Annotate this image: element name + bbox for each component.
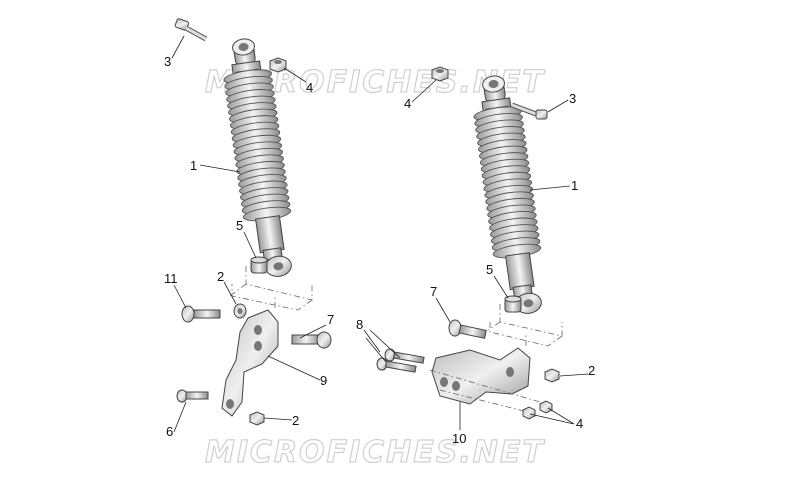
right-shock-absorber [472,75,543,314]
callout-3-right: 3 [569,91,576,106]
callout-2-left-lower: 2 [292,413,299,428]
bolt-7-right [448,319,487,339]
callout-7-right: 7 [430,284,437,299]
bushing-5-right [504,295,522,313]
callout-4-right-bottom: 4 [576,416,583,431]
bolt-6 [176,389,209,403]
nut-4-right-top [431,66,449,82]
callout-11: 11 [164,271,178,286]
nut-4-left [269,57,287,73]
alignment-lines-right [487,304,563,347]
bolt-3-right [511,102,548,120]
nut-2-right [544,368,560,383]
callout-5-left: 5 [236,218,243,233]
nuts-4-right-bottom [522,400,553,420]
watermark-bottom: MICROFICHES.NET [205,435,546,470]
callout-labels: 3 4 1 5 11 2 7 9 6 2 4 3 1 7 5 8 2 10 4 [164,54,595,446]
callout-9: 9 [320,373,327,388]
callout-10: 10 [452,431,466,446]
callout-2-right: 2 [588,363,595,378]
left-shock-absorber [222,38,293,277]
nut-2-left-upper [233,303,247,319]
callout-4-right-top: 4 [404,96,411,111]
bracket-10 [431,347,531,405]
alignment-lines-left [229,266,313,311]
bracket-9 [221,309,279,417]
callout-7-left: 7 [327,312,334,327]
alignment-lines-bracket-10 [429,369,541,413]
callout-1-left: 1 [190,158,197,173]
callout-5-right: 5 [486,262,493,277]
callout-8: 8 [356,317,363,332]
bushing-5-left [250,256,268,274]
leader-lines [171,35,589,433]
callout-1-right: 1 [571,178,578,193]
callout-3-left: 3 [164,54,171,69]
bolt-3-left [174,18,208,42]
callout-6: 6 [166,424,173,439]
bolts-8 [376,348,425,373]
bolt-11 [181,305,221,323]
callout-4-left: 4 [306,80,313,95]
bolt-7-left [291,331,332,349]
callout-2-left-upper: 2 [217,269,224,284]
nut-2-left-lower [249,411,265,426]
